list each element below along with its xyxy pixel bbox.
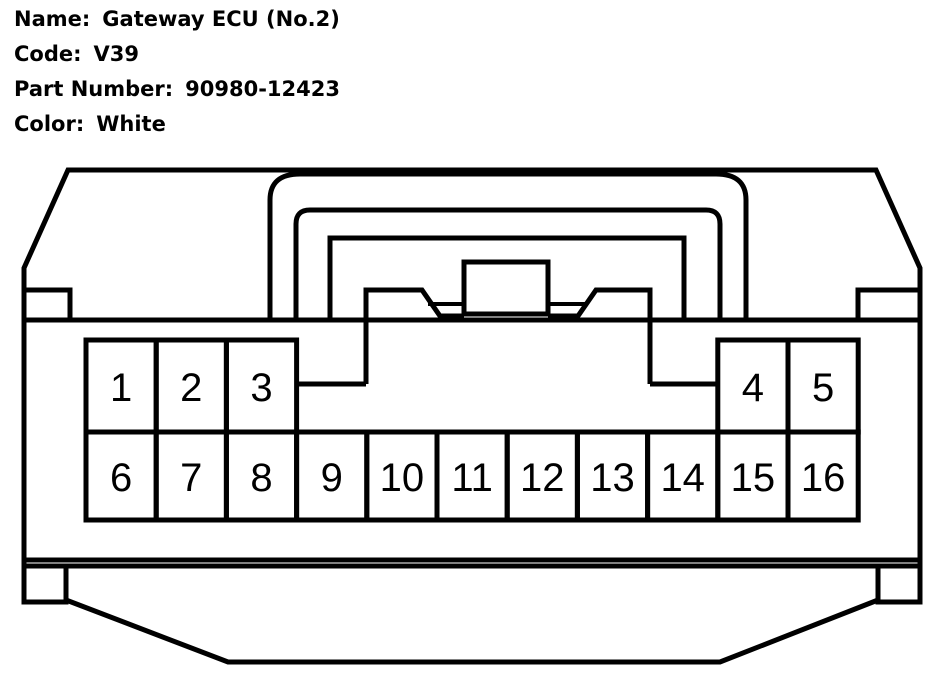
connector-latch: [267, 171, 749, 387]
pin-cell-4: 4: [715, 337, 791, 435]
pin-cell-2: 2: [153, 337, 229, 435]
pin-number: 6: [110, 456, 132, 500]
pin-number: 4: [742, 366, 764, 410]
part-number-value: 90980-12423: [185, 77, 340, 101]
pin-cell-11: 11: [434, 429, 510, 523]
pin-cell-9: 9: [294, 429, 370, 523]
pin-number: 7: [180, 456, 202, 500]
color-label: Color:: [14, 112, 85, 136]
left-foot: [21, 563, 69, 605]
pin-cell-5: 5: [785, 337, 861, 435]
part-number-label: Part Number:: [14, 77, 174, 101]
pin-cell-1: 1: [83, 337, 159, 435]
right-foot: [875, 563, 923, 605]
part-number-line: Part Number: 90980-12423: [14, 74, 340, 109]
pin-number: 2: [180, 366, 202, 410]
bottom-skirt: [63, 566, 881, 665]
name-line: Name: Gateway ECU (No.2): [14, 4, 340, 39]
code-value: V39: [93, 42, 139, 66]
color-value: White: [96, 112, 166, 136]
right-ledge: [855, 287, 923, 323]
pin-number: 11: [451, 456, 493, 500]
latch-window: [327, 235, 687, 323]
pin-number: 5: [812, 366, 834, 410]
latch-left-cam: [363, 287, 464, 384]
code-label: Code:: [14, 42, 82, 66]
pin-number: 3: [250, 366, 272, 410]
pin-cell-12: 12: [504, 429, 580, 523]
pin-cell-8: 8: [223, 429, 300, 523]
pin-cell-10: 10: [364, 429, 440, 523]
name-label: Name:: [14, 7, 91, 31]
name-value: Gateway ECU (No.2): [102, 7, 340, 31]
pin-number: 15: [731, 456, 776, 500]
pin-cell-7: 7: [153, 429, 229, 523]
pin-cell-6: 6: [83, 429, 159, 523]
latch-inner: [293, 207, 723, 320]
pin-cell-3: 3: [223, 337, 300, 435]
left-ledge: [21, 287, 73, 323]
latch-right-cam: [548, 287, 653, 384]
pin-number: 9: [321, 456, 343, 500]
connector-info: Name: Gateway ECU (No.2) Code: V39 Part Nu…: [14, 4, 340, 144]
latch-tab: [461, 259, 551, 317]
pin-number: 16: [801, 456, 846, 500]
pin-number: 1: [110, 366, 132, 410]
pin-number: 14: [660, 456, 705, 500]
pin-cell-13: 13: [574, 429, 651, 523]
pin-cell-16: 16: [785, 429, 861, 523]
pin-cavity: [785, 429, 861, 523]
pin-number: 13: [590, 456, 635, 500]
code-line: Code: V39: [14, 39, 340, 74]
pin-cell-14: 14: [645, 429, 721, 523]
pin-number: 12: [520, 456, 565, 500]
latch-outer: [267, 171, 749, 320]
pin-number: 8: [250, 456, 272, 500]
color-line: Color: White: [14, 109, 340, 144]
pin-number: 10: [380, 456, 425, 500]
connector-housing: [21, 167, 923, 665]
pin-cell-15: 15: [715, 429, 791, 523]
